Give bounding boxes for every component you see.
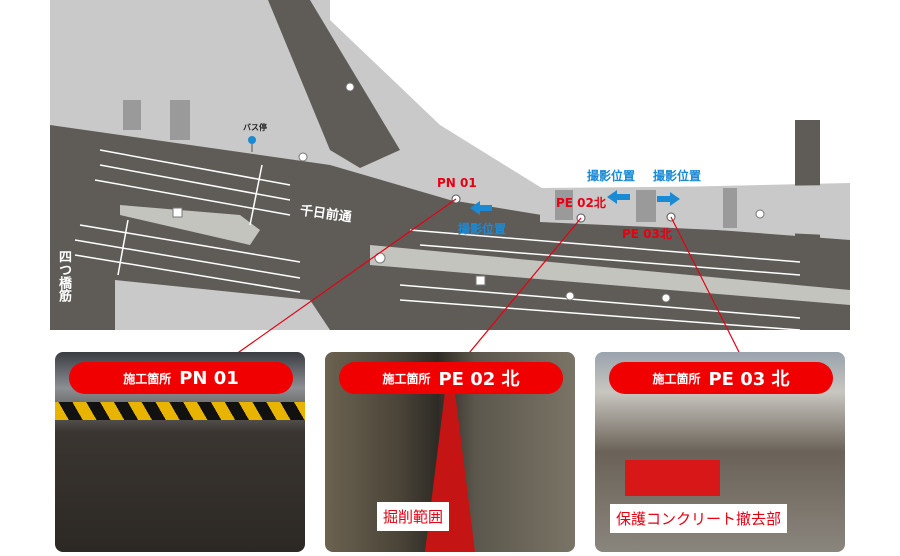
bus-stop-icon bbox=[248, 136, 256, 144]
marker-pe02: PE 02北 bbox=[556, 196, 606, 210]
shooting-position-1: 撮影位置 bbox=[458, 222, 507, 236]
marker-pe03: PE 03北 bbox=[622, 227, 672, 241]
caption-concrete-removal: 保護コンクリート撤去部 bbox=[610, 504, 788, 533]
arrow-icons bbox=[470, 190, 680, 215]
shooting-position-2: 撮影位置 bbox=[587, 169, 636, 183]
bus-stop-label: バス停 bbox=[243, 123, 267, 132]
marker-pn01: PN 01 bbox=[437, 176, 477, 190]
street-name-side: 四つ橋筋 bbox=[56, 250, 71, 302]
shooting-position-3: 撮影位置 bbox=[653, 169, 702, 183]
caption-excavation-area: 掘削範囲 bbox=[377, 502, 450, 531]
